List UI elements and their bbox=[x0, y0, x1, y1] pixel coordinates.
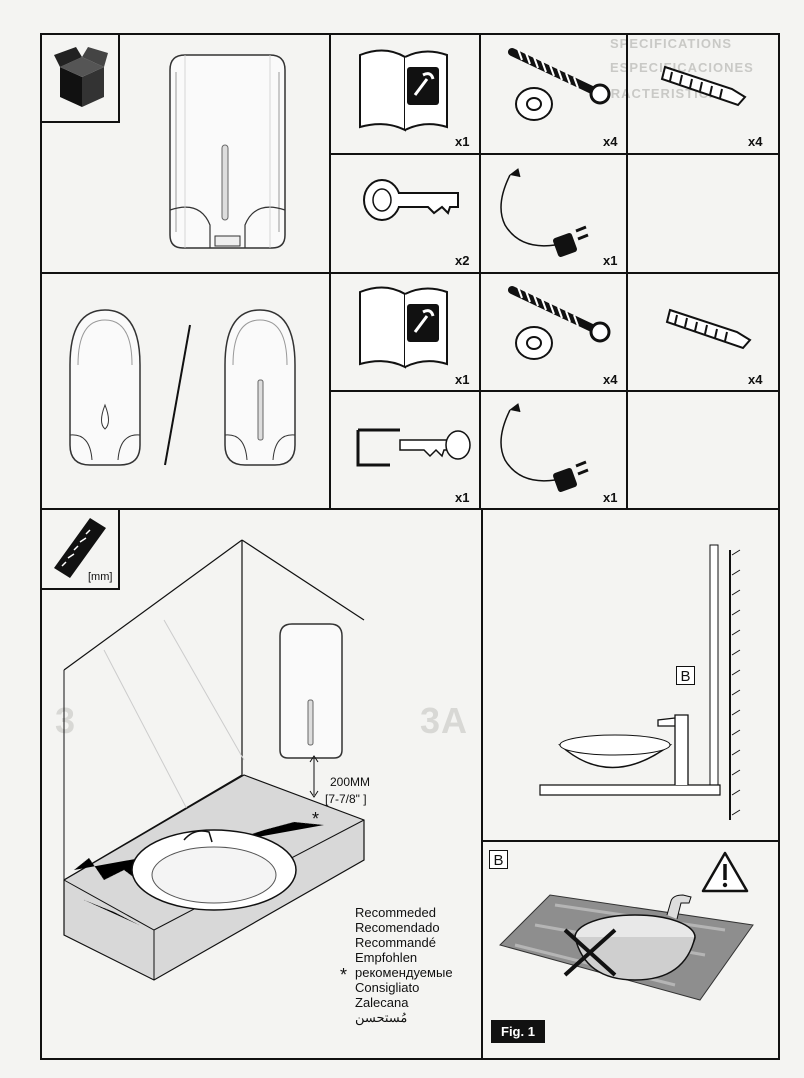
qty-key-bracket: x1 bbox=[455, 490, 470, 505]
qty-plugs: x4 bbox=[748, 134, 763, 149]
label-b: B bbox=[489, 850, 508, 869]
power-adapter-icon bbox=[500, 403, 589, 492]
washer-icon bbox=[515, 87, 553, 121]
ruler-icon bbox=[54, 518, 106, 578]
qty-adapter: x1 bbox=[603, 253, 618, 268]
recommended-es: Recomendado bbox=[355, 920, 440, 935]
height-mm: 200MM bbox=[330, 775, 371, 789]
page-frame bbox=[40, 33, 780, 1060]
ghost-text: SPECIFICATIONS bbox=[610, 36, 733, 51]
washer-icon bbox=[515, 326, 553, 360]
recommended-list: Recommeded Recomendado Recommandé Empfoh… bbox=[355, 905, 453, 1025]
divider bbox=[479, 272, 481, 508]
ghost-text: 3A bbox=[420, 700, 469, 741]
dispenser-rectangular-drawing bbox=[169, 54, 286, 249]
wall-plug-icon bbox=[660, 65, 747, 107]
divider bbox=[481, 840, 780, 842]
asterisk: * bbox=[312, 809, 320, 829]
divider bbox=[626, 33, 628, 272]
recommended-ru: рекомендуемые bbox=[355, 965, 453, 980]
screw-icon bbox=[508, 286, 611, 343]
recommended-pl: Zalecana bbox=[355, 995, 409, 1010]
power-adapter-icon bbox=[500, 168, 589, 257]
wall-plug-icon bbox=[665, 308, 752, 350]
divider bbox=[329, 153, 780, 155]
dispenser-rounded-drawing bbox=[69, 309, 296, 466]
manual-icon bbox=[359, 49, 448, 132]
manual-icon bbox=[359, 286, 448, 369]
qty-plugs: x4 bbox=[748, 372, 763, 387]
recommended-en: Recommeded bbox=[355, 905, 436, 920]
figure-label: Fig. 1 bbox=[491, 1020, 545, 1043]
height-in: [7-7/8" ] bbox=[325, 792, 367, 806]
qty-screws: x4 bbox=[603, 134, 618, 149]
qty-screws: x4 bbox=[603, 372, 618, 387]
divider bbox=[626, 390, 628, 508]
recommended-ar: مُستحسن bbox=[355, 1010, 408, 1025]
recommended-it: Consigliato bbox=[355, 980, 420, 995]
ghost-text: 3 bbox=[55, 700, 77, 741]
divider bbox=[626, 272, 628, 390]
recommended-fr: Recommandé bbox=[355, 935, 436, 950]
key-icon bbox=[363, 179, 459, 221]
divider bbox=[40, 508, 780, 510]
divider bbox=[329, 33, 331, 508]
screw-icon bbox=[508, 48, 611, 105]
recommended-de: Empfohlen bbox=[355, 950, 418, 965]
divider bbox=[40, 272, 780, 274]
basin-on-counter-drawing bbox=[499, 894, 754, 1001]
qty-manual: x1 bbox=[455, 134, 470, 149]
box-icon bbox=[54, 47, 108, 107]
qty-manual: x1 bbox=[455, 372, 470, 387]
box-icon-frame bbox=[42, 35, 120, 123]
divider bbox=[481, 508, 483, 1060]
basin-side-view-drawing bbox=[539, 544, 741, 820]
cross-icon bbox=[563, 928, 617, 977]
asterisk: * bbox=[340, 965, 348, 985]
ghost-text: ESPECIFICACIONES bbox=[610, 60, 754, 75]
ruler-unit: [mm] bbox=[88, 571, 113, 583]
warning-icon bbox=[701, 851, 749, 893]
divider bbox=[329, 390, 780, 392]
washroom-scene-drawing bbox=[63, 539, 365, 981]
qty-adapter: x1 bbox=[603, 490, 618, 505]
qty-keys: x2 bbox=[455, 253, 470, 268]
label-b: B bbox=[676, 666, 695, 685]
divider bbox=[479, 33, 481, 272]
key-bracket-icon bbox=[356, 428, 471, 467]
ruler-icon-frame bbox=[42, 510, 120, 590]
